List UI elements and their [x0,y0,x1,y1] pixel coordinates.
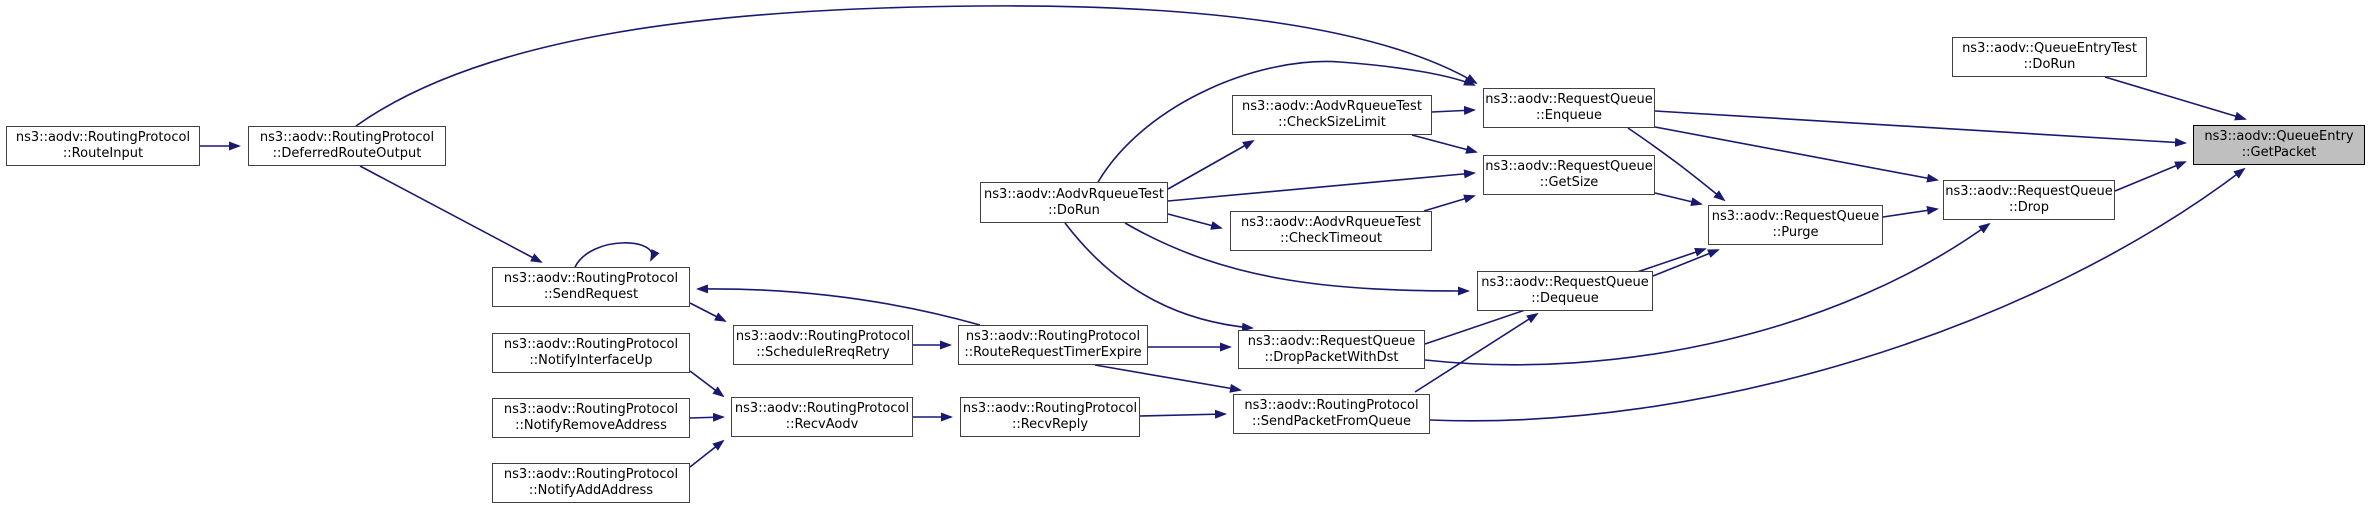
call-edge-deferred-route-output--send-request [359,165,543,263]
graph-node-label-line1: ns3::aodv::RoutingProtocol [503,271,679,286]
call-edge-enqueue--drop [1654,126,1939,183]
graph-node-label-line1: ns3::aodv::RoutingProtocol [15,130,191,145]
graph-node-drop-packet-with-dst[interactable]: ns3::aodv::RequestQueue::DropPacketWithD… [1238,330,1425,369]
graph-node-send-packet-from-queue[interactable]: ns3::aodv::RoutingProtocol::SendPacketFr… [1233,394,1430,434]
graph-node-recv-reply[interactable]: ns3::aodv::RoutingProtocol::RecvReply [960,397,1140,437]
graph-node-label-line2: ::Drop [2008,200,2050,215]
graph-node-label-line2: ::SendRequest [543,287,639,302]
graph-node-label-line2: ::CheckTimeout [1280,231,1382,246]
graph-node-label-line1: ns3::aodv::RequestQueue [1481,275,1649,290]
graph-node-label-line2: ::SendPacketFromQueue [1252,414,1411,429]
call-edge-deferred-route-output--enqueue [355,5,1478,127]
graph-node-label-line2: ::DropPacketWithDst [1264,349,1399,365]
graph-node-label-line1: ns3::aodv::AodvRqueueTest [984,186,1164,202]
call-edge-get-size--purge [1654,192,1703,207]
graph-node-check-timeout[interactable]: ns3::aodv::AodvRqueueTest::CheckTimeout [1230,211,1432,251]
call-edge-send-request--send-request [574,242,660,268]
call-edge-recv-reply--send-packet-from-queue [1139,409,1227,419]
call-edge-notify-interface-up--recv-aodv [689,370,725,398]
graph-node-label-line1: ns3::aodv::AodvRqueueTest [1241,215,1421,230]
graph-node-notify-remove-address[interactable]: ns3::aodv::RoutingProtocol::NotifyRemove… [492,398,690,438]
graph-node-label-line2: ::Dequeue [1531,291,1599,306]
call-edge-check-size-limit--enqueue [1431,105,1476,115]
graph-node-purge[interactable]: ns3::aodv::RequestQueue::Purge [1708,205,1883,245]
graph-node-get-packet: ns3::aodv::QueueEntry::GetPacket [2193,125,2365,165]
graph-node-notify-add-address[interactable]: ns3::aodv::RoutingProtocol::NotifyAddAdd… [492,463,690,503]
graph-node-label-line1: ns3::aodv::RoutingProtocol [965,329,1141,344]
graph-node-label-line1: ns3::aodv::RoutingProtocol [734,401,910,416]
graph-node-label-line1: ns3::aodv::RoutingProtocol [1244,398,1419,413]
graph-node-route-request-timer-expire[interactable]: ns3::aodv::RoutingProtocol::RouteRequest… [958,325,1148,365]
graph-node-label-line2: ::NotifyAddAddress [528,483,654,498]
graph-node-label-line2: ::GetPacket [2241,145,2317,160]
call-edge-send-packet-from-queue--get-packet [1429,167,2246,422]
graph-node-queue-entry-test-dorun[interactable]: ns3::aodv::QueueEntryTest::DoRun [1952,37,2147,77]
graph-node-label-line1: ns3::aodv::RoutingProtocol [503,337,679,352]
graph-node-recv-aodv[interactable]: ns3::aodv::RoutingProtocol::RecvAodv [731,397,913,437]
call-edge-aodv-rqueue-test-dorun--check-size-limit [1167,140,1255,190]
graph-node-label-line1: ns3::aodv::RoutingProtocol [735,329,911,344]
call-edge-route-request-timer-expire--send-packet-from-queue [1094,364,1242,393]
graph-node-label-line2: ::GetSize [1539,175,1599,190]
call-edge-check-timeout--get-size [1423,194,1476,212]
call-edge-notify-add-address--recv-aodv [689,439,725,468]
graph-node-send-request[interactable]: ns3::aodv::RoutingProtocol::SendRequest [492,267,690,307]
call-edge-drop--get-packet [2114,161,2187,192]
graph-node-label-line1: ns3::aodv::RoutingProtocol [259,130,435,145]
graph-node-label-line1: ns3::aodv::RoutingProtocol [503,467,679,482]
graph-node-label-line1: ns3::aodv::AodvRqueueTest [1242,99,1422,114]
graph-node-aodv-rqueue-test-dorun[interactable]: ns3::aodv::AodvRqueueTest::DoRun [980,182,1168,223]
graph-node-label-line2: ::RecvAodv [785,417,859,432]
call-edge-route-request-timer-expire--send-request [696,284,981,326]
call-edge-send-request--schedule-rreq-retry [689,302,727,322]
call-edge-dequeue--purge [1652,249,1720,277]
call-edge-aodv-rqueue-test-dorun--enqueue [1097,60,1476,183]
graph-node-label-line2: ::NotifyInterfaceUp [529,353,653,368]
graph-node-label-line1: ns3::aodv::RoutingProtocol [962,401,1138,416]
graph-node-label-line1: ns3::aodv::QueueEntryTest [1962,41,2137,56]
graph-node-schedule-rreq-retry[interactable]: ns3::aodv::RoutingProtocol::ScheduleRreq… [733,325,913,365]
call-edge-drop-packet-with-dst--drop [1424,222,1991,366]
call-edge-queue-entry-test-dorun--get-packet [2104,76,2247,121]
call-edge-aodv-rqueue-test-dorun--dequeue [1124,222,1470,296]
graph-node-label-line2: ::Purge [1772,225,1819,240]
graph-node-deferred-route-output[interactable]: ns3::aodv::RoutingProtocol::DeferredRout… [248,126,446,166]
graph-node-label-line2: ::DoRun [1048,202,1100,218]
graph-node-label-line1: ns3::aodv::QueueEntry [2204,129,2354,144]
graph-node-notify-interface-up[interactable]: ns3::aodv::RoutingProtocol::NotifyInterf… [492,333,690,373]
graph-node-get-size[interactable]: ns3::aodv::RequestQueue::GetSize [1483,155,1655,195]
graph-node-label-line1: ns3::aodv::RequestQueue [1711,209,1880,224]
graph-node-label-line2: ::DeferredRouteOutput [272,146,422,161]
graph-node-label-line2: ::ScheduleRreqRetry [756,345,890,360]
graph-node-dequeue[interactable]: ns3::aodv::RequestQueue::Dequeue [1477,271,1653,311]
graph-node-label-line2: ::DoRun [2023,57,2076,72]
call-edge-enqueue--purge [1627,127,1726,202]
call-edge-send-packet-from-queue--dequeue [1414,312,1539,393]
call-edge-aodv-rqueue-test-dorun--drop-packet-with-dst [1064,222,1254,332]
graph-node-drop[interactable]: ns3::aodv::RequestQueue::Drop [1943,180,2115,220]
graph-node-check-size-limit[interactable]: ns3::aodv::AodvRqueueTest::CheckSizeLimi… [1232,95,1432,135]
call-edge-enqueue--get-packet [1654,110,2187,147]
graph-node-label-line2: ::RouteRequestTimerExpire [964,345,1142,360]
graph-node-label-line2: ::Enqueue [1536,108,1602,123]
graph-node-label-line1: ns3::aodv::RequestQueue [1485,159,1653,174]
graph-node-label-line1: ns3::aodv::RequestQueue [1247,333,1416,349]
graph-node-route-input[interactable]: ns3::aodv::RoutingProtocol::RouteInput [6,126,200,166]
graph-node-label-line2: ::NotifyRemoveAddress [515,418,667,433]
graph-node-label-line1: ns3::aodv::RequestQueue [1485,92,1653,107]
call-edge-purge--drop [1882,206,1939,218]
graph-node-label-line1: ns3::aodv::RoutingProtocol [503,402,679,417]
call-edge-check-size-limit--get-size [1411,134,1478,154]
graph-node-label-line1: ns3::aodv::RequestQueue [1945,184,2113,199]
call-edge-notify-remove-address--recv-aodv [689,412,725,422]
call-edge-aodv-rqueue-test-dorun--check-timeout [1167,213,1223,230]
graph-node-enqueue[interactable]: ns3::aodv::RequestQueue::Enqueue [1483,88,1655,128]
graph-node-label-line2: ::RouteInput [62,146,144,161]
graph-node-label-line2: ::CheckSizeLimit [1278,115,1386,130]
call-edge-aodv-rqueue-test-dorun--get-size [1167,169,1476,202]
graph-node-label-line2: ::RecvReply [1011,417,1089,432]
